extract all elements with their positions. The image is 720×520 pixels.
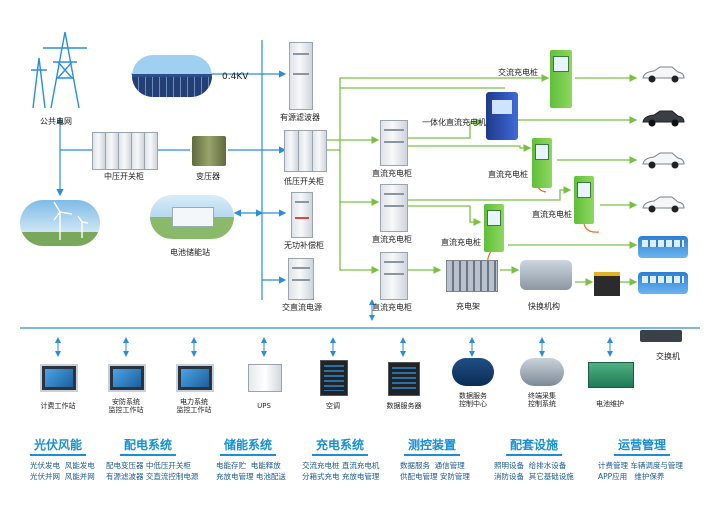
active-filter-label: 有源滤波器	[280, 113, 320, 122]
acdc-power-label: 交直流电源	[282, 303, 322, 312]
battery-maintenance-icon	[588, 362, 634, 388]
ac-pile-label: 交流充电桩	[498, 68, 538, 77]
car-white-icon	[642, 152, 685, 169]
mv-switchgear-label: 中压开关柜	[104, 172, 144, 181]
ups-label: UPS	[257, 402, 271, 410]
dc-cabinet-1-icon	[380, 120, 408, 166]
integrated-charger-icon	[486, 92, 518, 140]
transformer-label: 变压器	[196, 172, 220, 181]
security-workstation-icon	[108, 364, 146, 392]
lv-switchgear-label: 低压开关柜	[284, 177, 324, 186]
aircon-label: 空调	[326, 402, 340, 410]
data-center-photo	[452, 358, 494, 386]
category-items: 光伏发电 风能发电光伏并网 风能并网	[30, 461, 95, 481]
reactive-comp-icon	[291, 192, 313, 238]
dc-cabinet-2-label: 直流充电柜	[372, 235, 412, 244]
storage-station-photo	[150, 195, 234, 239]
swap-mechanism-label: 快换机构	[528, 302, 560, 311]
swap-mechanism-icon	[520, 260, 572, 290]
category-facilities: 配套设施	[506, 436, 563, 456]
battery-icon	[594, 272, 620, 296]
dc-cabinet-3-label: 直流充电柜	[372, 303, 412, 312]
bus-icon	[638, 236, 688, 258]
mv-switchgear-icon	[92, 132, 158, 170]
car-dark-icon	[642, 110, 685, 127]
aircon-icon	[320, 360, 348, 396]
category-operations: 运营管理	[614, 436, 671, 456]
reactive-comp-label: 无功补偿柜	[284, 241, 324, 250]
power-workstation-icon	[176, 364, 214, 392]
lv-switchgear-icon	[284, 130, 327, 172]
switch-label: 交换机	[656, 352, 680, 361]
integrated-charger-label: 一体化直流充电机	[422, 118, 486, 127]
active-filter-icon	[289, 42, 313, 110]
terminal-control-photo	[520, 358, 564, 386]
terminal-label: 终端采集控制系统	[528, 392, 556, 409]
category-storage: 储能系统	[220, 436, 277, 456]
dc-cabinet-1-label: 直流充电柜	[372, 169, 412, 178]
bus-icon	[638, 272, 688, 294]
power-label: 电力系统监控工作站	[176, 398, 212, 415]
charging-rack-label: 充电架	[456, 302, 480, 311]
car-white-icon	[642, 196, 685, 213]
category-items: 数据服务 通信管理供配电管理 安防管理	[400, 461, 470, 481]
category-items: 交流充电桩 直流充电机分箱式充电 充放电管理	[302, 461, 380, 481]
data-server-label: 数据服务器	[386, 402, 422, 410]
storage-station-label: 电池储能站	[170, 248, 210, 257]
battery-maint-label: 电池维护	[596, 400, 624, 408]
acdc-power-icon	[288, 258, 314, 300]
transformer-icon	[192, 136, 226, 166]
dc-cabinet-2-icon	[380, 184, 408, 232]
category-measurement: 测控装置	[404, 436, 461, 456]
wind-turbine-photo	[20, 200, 100, 246]
category-pv-wind: 光伏风能	[30, 436, 87, 456]
category-items: 配电变压器 中低压开关柜有源滤波器 交直流控制电源	[106, 461, 199, 481]
dc-pile-3-label: 直流充电桩	[441, 238, 481, 247]
dc-cabinet-3-icon	[380, 252, 408, 300]
dc-pile-1-icon	[532, 138, 552, 188]
category-items: 照明设备 给排水设备消防设备 其它基础设施	[494, 461, 574, 481]
solar-panel-photo	[132, 55, 212, 97]
dc-pile-2-label: 直流充电桩	[532, 210, 572, 219]
power-tower-icon	[31, 31, 87, 109]
data-center-label: 数据服务控制中心	[459, 392, 487, 409]
data-server-icon	[388, 362, 420, 396]
dc-pile-2-icon	[574, 176, 594, 224]
category-items: 电能存贮 电能释放充放电管理 电池配送	[216, 461, 286, 481]
security-label: 安防系统监控工作站	[108, 398, 144, 415]
dc-pile-3-icon	[484, 204, 504, 252]
ups-icon	[248, 364, 282, 392]
billing-label: 计费工作站	[40, 402, 76, 410]
billing-workstation-icon	[40, 364, 78, 392]
network-switch-icon	[640, 330, 682, 342]
voltage-label: 0.4KV	[222, 72, 249, 82]
car-white-icon	[642, 66, 685, 83]
ac-pile-icon	[550, 50, 572, 108]
category-charging: 充电系统	[312, 436, 369, 456]
dc-pile-1-label: 直流充电桩	[488, 170, 528, 179]
category-distribution: 配电系统	[120, 436, 177, 456]
public-grid-label: 公共电网	[40, 117, 72, 126]
charging-rack-icon	[446, 260, 498, 292]
